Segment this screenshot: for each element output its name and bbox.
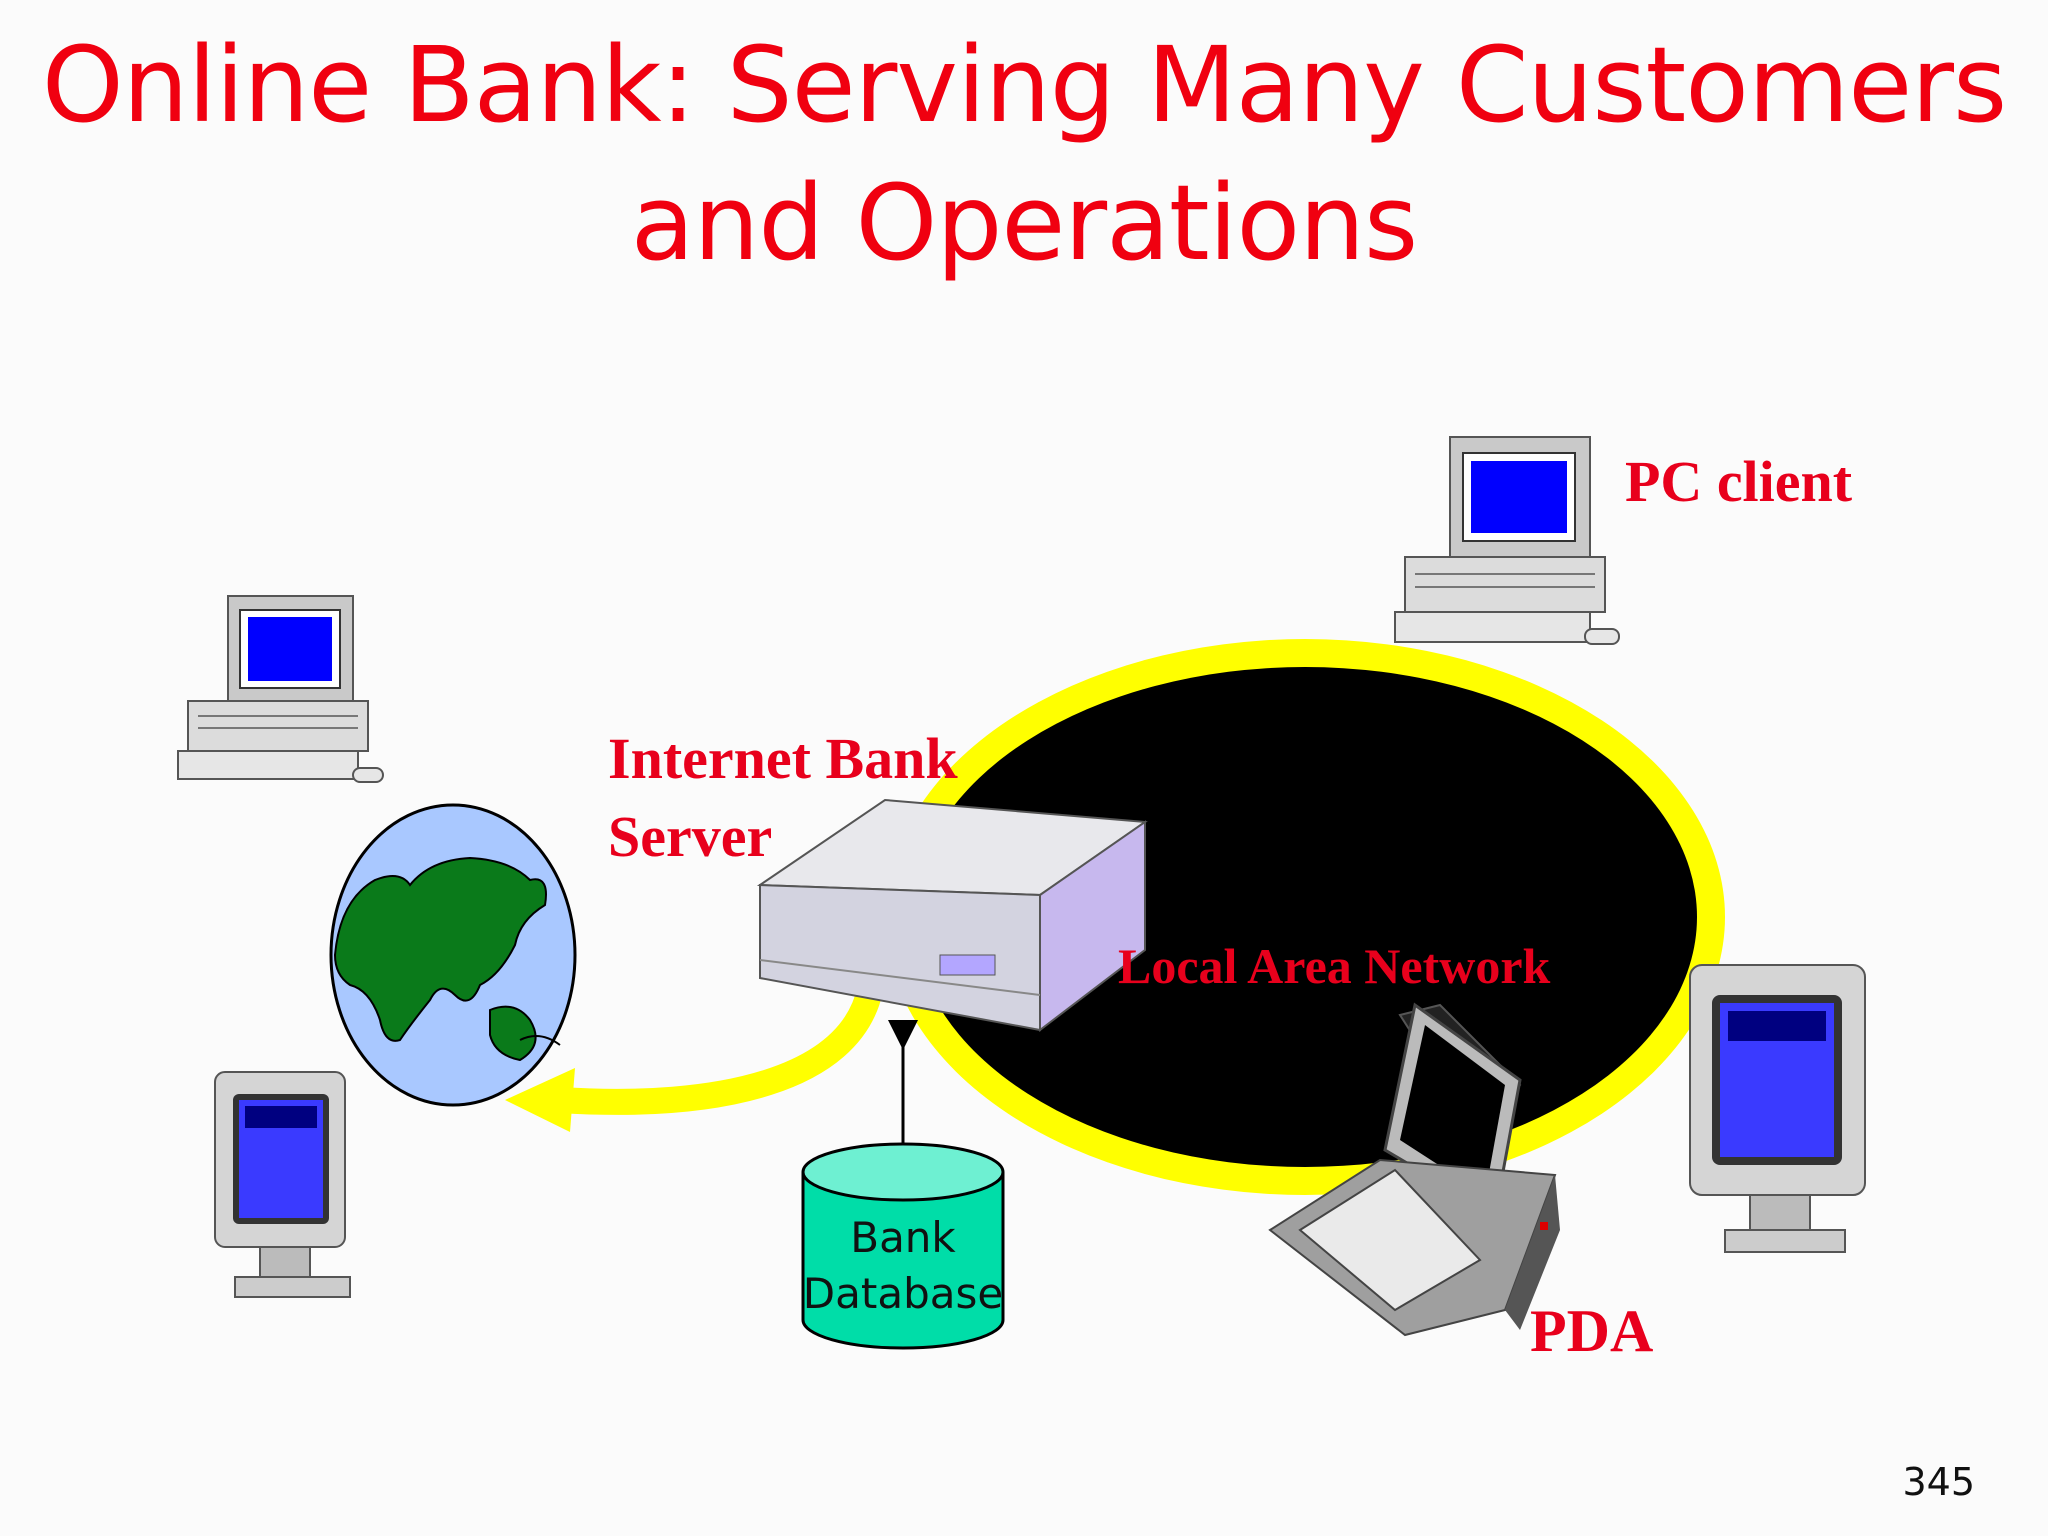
database-label-line-1: Bank — [850, 1213, 956, 1262]
slide-title-line-2: and Operations — [630, 162, 1418, 284]
pc-icon-left — [177, 595, 384, 783]
laptop-icon — [1268, 1002, 1560, 1337]
pc-icon-right — [1394, 436, 1620, 645]
lan-label: Local Area Network — [1118, 938, 1551, 994]
terminal-icon-right — [1689, 964, 1866, 1253]
terminal-icon-left — [214, 1071, 351, 1298]
server-icon — [756, 798, 1148, 1033]
page-number: 345 — [1902, 1460, 1975, 1504]
database-icon: Bank Database — [801, 1142, 1005, 1350]
internet-bank-server-label: Internet Bank Server — [608, 720, 958, 876]
pda-label: PDA — [1530, 1298, 1654, 1364]
internet-link-arrow — [505, 986, 883, 1132]
database-label-line-2: Database — [803, 1269, 1003, 1318]
internet-bank-server-label-line-2: Server — [608, 804, 773, 869]
lan-ring — [885, 639, 1725, 1195]
slide-title-line-1: Online Bank: Serving Many Customers — [41, 24, 2007, 146]
pc-client-label: PC client — [1625, 449, 1853, 514]
internet-bank-server-label-line-1: Internet Bank — [608, 726, 958, 791]
globe-icon — [329, 803, 577, 1107]
